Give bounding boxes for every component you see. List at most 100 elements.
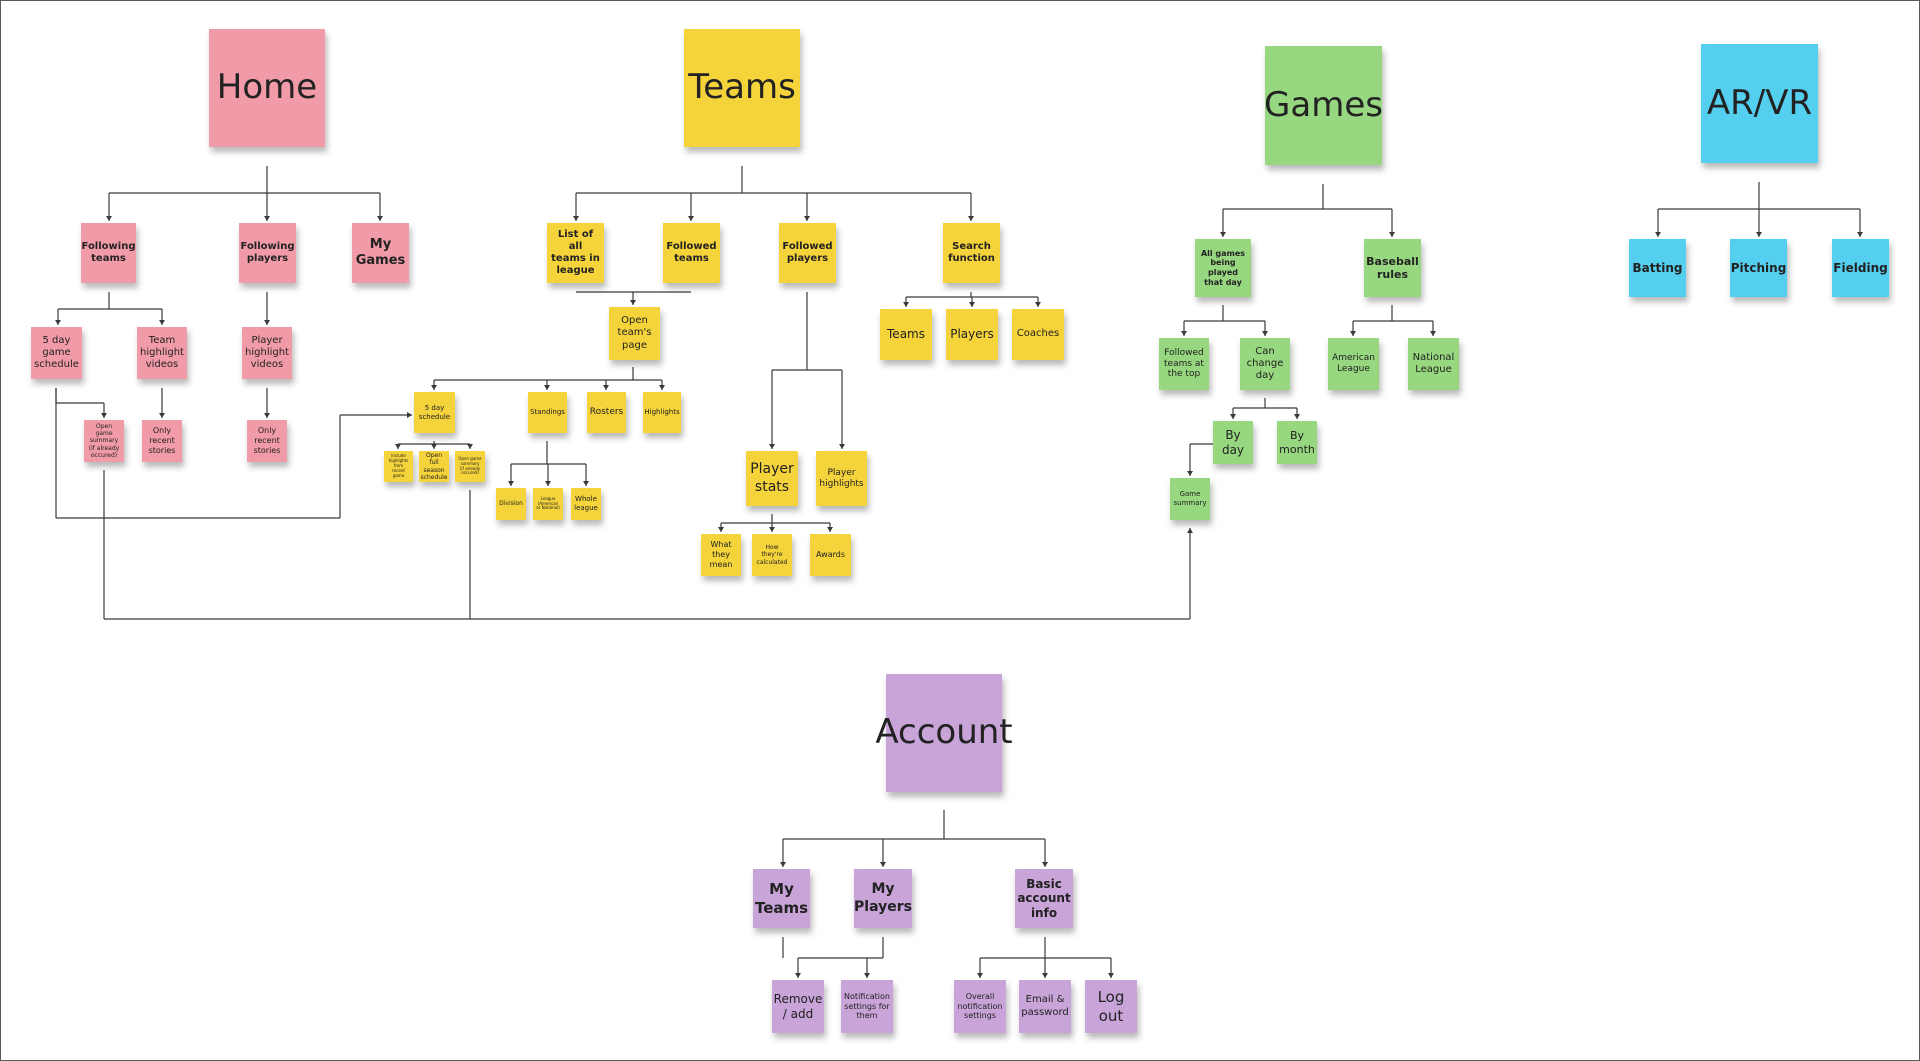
arrowhead (880, 862, 886, 867)
note-search-coaches[interactable]: Coaches (1012, 309, 1064, 360)
note-fielding[interactable]: Fielding (1832, 239, 1889, 297)
arrowhead (264, 413, 270, 418)
arrowhead (969, 302, 975, 307)
note-search-teams[interactable]: Teams (880, 309, 932, 360)
arrowhead (583, 481, 589, 486)
note-national-league[interactable]: National League (1408, 338, 1459, 390)
arrowhead (968, 216, 974, 221)
arrowhead (573, 216, 579, 221)
note-open-game-summary[interactable]: Open game summary (if already occured) (84, 420, 124, 462)
note-search-function[interactable]: Search function (943, 223, 1000, 283)
note-division[interactable]: Division (496, 488, 526, 520)
arrowhead (1042, 973, 1048, 978)
arrowhead (659, 385, 665, 390)
note-my-teams[interactable]: My Teams (753, 869, 810, 928)
note-my-players[interactable]: My Players (854, 869, 912, 928)
arrowhead (264, 320, 270, 325)
note-player-highlights[interactable]: Player highlights (816, 451, 867, 506)
arrowhead (407, 412, 412, 418)
note-player-highlight-videos[interactable]: Player highlight videos (242, 327, 292, 379)
arrowhead (769, 527, 775, 532)
note-games[interactable]: Games (1264, 46, 1383, 165)
arrowhead (1389, 232, 1395, 237)
note-my-games[interactable]: My Games (352, 223, 409, 283)
note-open-teams-page[interactable]: Open team's page (609, 307, 660, 360)
arrowhead (159, 413, 165, 418)
note-5-day-game-schedule[interactable]: 5 day game schedule (31, 327, 82, 379)
arrowhead (431, 385, 437, 390)
arrowhead (804, 216, 810, 221)
arrowhead (467, 444, 473, 449)
note-only-recent-stories-teams[interactable]: Only recent stories (142, 420, 182, 462)
note-following-teams[interactable]: Following teams (81, 223, 136, 283)
note-account[interactable]: Account (875, 674, 1013, 792)
arrowhead (977, 973, 983, 978)
note-game-summary[interactable]: Game summary (1170, 478, 1210, 520)
note-followed-teams[interactable]: Followed teams (663, 223, 720, 283)
arrowhead (864, 973, 870, 978)
note-overall-notification-settings[interactable]: Overall notification settings (954, 980, 1006, 1033)
note-whole-league[interactable]: Whole league (571, 488, 601, 520)
arrowhead (780, 862, 786, 867)
note-basic-account-info[interactable]: Basic account info (1015, 869, 1073, 928)
note-followed-players[interactable]: Followed players (779, 223, 836, 283)
arrowhead (395, 444, 401, 449)
note-open-game-summary-teams[interactable]: Open game summary (if already occured) (455, 451, 485, 482)
note-5-day-schedule[interactable]: 5 day schedule (414, 392, 455, 433)
arrowhead (903, 302, 909, 307)
note-rosters[interactable]: Rosters (587, 392, 626, 433)
arrowhead (55, 320, 61, 325)
note-can-change-day[interactable]: Can change day (1240, 338, 1290, 390)
arrowhead (839, 444, 845, 449)
note-notification-settings-for-them[interactable]: Notification settings for them (841, 980, 893, 1033)
note-all-games-that-day[interactable]: All games being played that day (1195, 239, 1251, 297)
note-standings[interactable]: Standings (528, 392, 567, 433)
note-highlights[interactable]: Highlights (643, 392, 681, 433)
note-email-password[interactable]: Email & password (1019, 980, 1071, 1033)
arrowhead (1181, 331, 1187, 336)
note-open-full-season-schedule[interactable]: Open full season schedule (419, 451, 449, 482)
note-log-out[interactable]: Log out (1085, 980, 1137, 1033)
note-by-month[interactable]: By month (1277, 421, 1317, 464)
arrowhead (1108, 973, 1114, 978)
arrowhead (769, 444, 775, 449)
arrowhead (795, 973, 801, 978)
note-pitching[interactable]: Pitching (1730, 239, 1787, 297)
note-teams[interactable]: Teams (684, 29, 800, 147)
arrowhead (603, 385, 609, 390)
note-remove-add[interactable]: Remove / add (772, 980, 824, 1033)
arrowhead (1350, 331, 1356, 336)
arrowhead (1187, 528, 1193, 533)
note-how-theyre-calculated[interactable]: How they're calculated (752, 534, 792, 576)
arrowhead (1262, 331, 1268, 336)
arrowhead (1035, 302, 1041, 307)
arrowhead (264, 216, 270, 221)
note-only-recent-stories-players[interactable]: Only recent stories (247, 420, 287, 462)
arrowhead (545, 481, 551, 486)
note-home[interactable]: Home (209, 29, 325, 147)
arrowhead (1220, 232, 1226, 237)
arrowhead (688, 216, 694, 221)
arrowhead (431, 444, 437, 449)
note-league[interactable]: League (American or National) (533, 488, 563, 520)
note-batting[interactable]: Batting (1629, 239, 1686, 297)
arrowhead (1187, 471, 1193, 476)
note-american-league[interactable]: American League (1328, 338, 1379, 390)
arrowhead (1655, 232, 1661, 237)
note-include-highlights[interactable]: Include highlights from recent game (384, 451, 413, 482)
note-list-of-all-teams[interactable]: List of all teams in league (547, 223, 604, 283)
note-what-they-mean[interactable]: What they mean (701, 534, 741, 576)
note-by-day[interactable]: By day (1213, 421, 1253, 464)
note-followed-teams-at-top[interactable]: Followed teams at the top (1159, 338, 1209, 390)
arrowhead (377, 216, 383, 221)
note-team-highlight-videos[interactable]: Team highlight videos (137, 327, 187, 379)
arrowhead (1756, 232, 1762, 237)
note-following-players[interactable]: Following players (239, 223, 296, 283)
arrowhead (1230, 414, 1236, 419)
note-player-stats[interactable]: Player stats (746, 451, 798, 506)
note-search-players[interactable]: Players (946, 309, 998, 360)
note-arvr[interactable]: AR/VR (1701, 44, 1818, 163)
arrowhead (508, 481, 514, 486)
note-baseball-rules[interactable]: Baseball rules (1364, 239, 1421, 297)
note-awards[interactable]: Awards (810, 534, 851, 576)
